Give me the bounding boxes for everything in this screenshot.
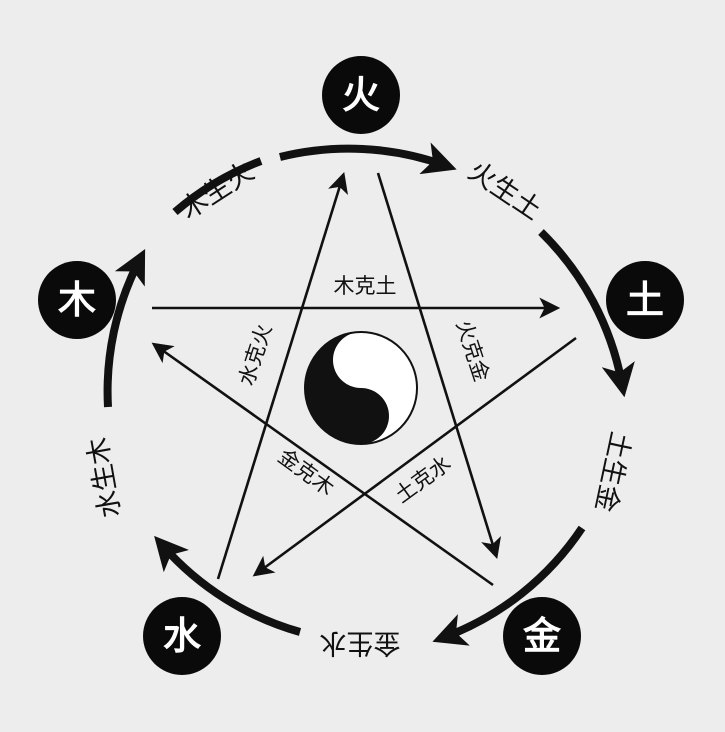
node-water (143, 597, 221, 675)
node-fire (322, 56, 400, 134)
node-earth (606, 261, 684, 339)
arc-fire-earth (279, 142, 457, 175)
arc-metal-water (432, 525, 586, 646)
element-earth: 土 (606, 261, 684, 339)
node-wood (38, 261, 116, 339)
arc-water-wood-upper (103, 249, 146, 408)
element-wood: 木 (38, 261, 116, 339)
node-metal (503, 597, 581, 675)
element-metal: 金 (503, 597, 581, 675)
element-metal-label: 金 (522, 614, 562, 658)
overcoming-star (151, 172, 577, 587)
arc-water-wood-lower (154, 535, 302, 636)
line-water-fire (216, 172, 349, 580)
element-fire: 火 (322, 56, 400, 134)
element-water: 水 (143, 597, 221, 675)
arc-wood-fire (172, 157, 263, 216)
element-earth-label: 土 (626, 278, 664, 322)
element-fire-label: 火 (342, 73, 380, 117)
element-wood-label: 木 (58, 278, 96, 322)
yin-yang-symbol (304, 331, 418, 445)
line-metal-wood (151, 342, 494, 587)
arc-earth-metal (538, 229, 635, 398)
line-fire-metal (376, 172, 502, 559)
label-wood-overcomes-earth: 木克土 (334, 274, 397, 298)
generating-cycle (103, 142, 635, 646)
element-water-label: 水 (163, 614, 202, 658)
line-earth-water (252, 336, 577, 577)
label-metal-generates-water: 金生水 (320, 627, 401, 658)
